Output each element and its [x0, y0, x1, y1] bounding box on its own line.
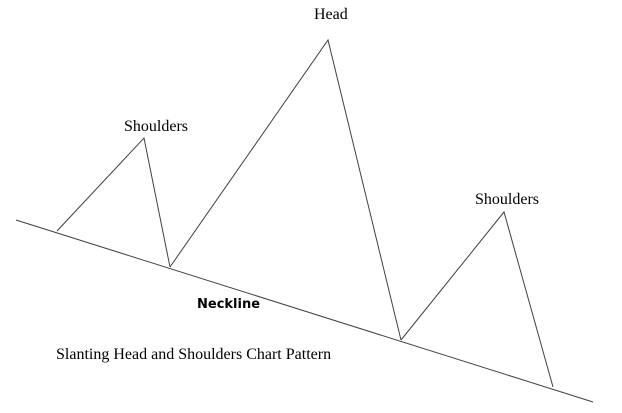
- head-line: [169, 38, 402, 341]
- right-shoulder-line: [400, 210, 554, 388]
- right-shoulder-label: Shoulders: [475, 191, 539, 208]
- left-shoulder-label: Shoulders: [124, 118, 188, 135]
- left-shoulder-line: [56, 136, 171, 268]
- diagram-caption: Slanting Head and Shoulders Chart Patter…: [56, 346, 332, 363]
- neckline-label: Neckline: [197, 297, 261, 312]
- neckline-line: [15, 219, 594, 403]
- head-label: Head: [314, 6, 348, 23]
